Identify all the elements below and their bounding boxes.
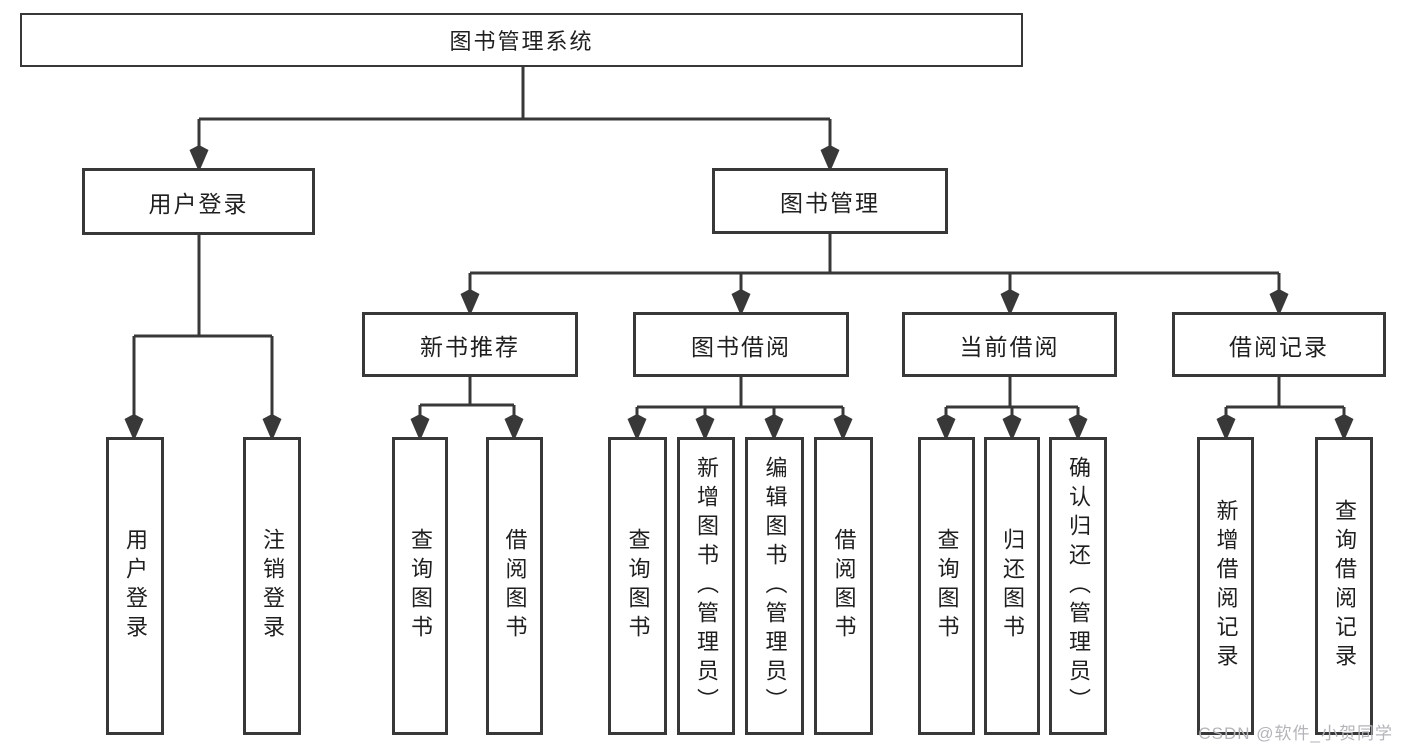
leaf-label: 编辑图书（管理员） (762, 455, 788, 717)
leaf-recommend-query-book: 查询图书 (392, 437, 448, 735)
leaf-label: 借阅图书 (831, 528, 857, 644)
leaf-borrow-borrow-book: 借阅图书 (814, 437, 873, 735)
leaf-label: 查询图书 (934, 528, 960, 644)
leaf-records-query-record: 查询借阅记录 (1315, 437, 1373, 735)
leaf-label: 注销登录 (260, 528, 285, 644)
node-new-book-recommend: 新书推荐 (362, 312, 578, 377)
leaf-label: 新增借阅记录 (1213, 499, 1239, 673)
leaf-current-confirm-return-admin: 确认归还（管理员） (1049, 437, 1107, 735)
leaf-current-query-book: 查询图书 (918, 437, 975, 735)
leaf-user-login: 用户登录 (106, 437, 164, 735)
leaf-logout-login: 注销登录 (243, 437, 301, 735)
leaf-label: 查询图书 (408, 528, 433, 644)
node-book-management-branch: 图书管理 (712, 168, 948, 234)
node-current-borrow: 当前借阅 (902, 312, 1117, 377)
leaf-label: 确认归还（管理员） (1066, 455, 1091, 717)
leaf-borrow-query-book: 查询图书 (608, 437, 667, 735)
leaf-records-add-record: 新增借阅记录 (1197, 437, 1254, 735)
leaf-label: 借阅图书 (502, 528, 528, 644)
leaf-label: 用户登录 (123, 528, 148, 644)
leaf-current-return-book: 归还图书 (984, 437, 1040, 735)
leaf-borrow-add-book-admin: 新增图书（管理员） (677, 437, 735, 735)
leaf-label: 新增图书（管理员） (694, 455, 719, 717)
leaf-recommend-borrow-book: 借阅图书 (486, 437, 543, 735)
node-user-login-branch: 用户登录 (82, 168, 315, 235)
leaf-label: 查询图书 (625, 528, 651, 644)
node-root-library-system: 图书管理系统 (20, 13, 1023, 67)
node-book-borrow: 图书借阅 (633, 312, 849, 377)
leaf-borrow-edit-book-admin: 编辑图书（管理员） (745, 437, 804, 735)
csdn-watermark: CSDN @软件_小贺同学 (1198, 724, 1393, 743)
leaf-label: 查询借阅记录 (1332, 499, 1357, 673)
node-borrow-records: 借阅记录 (1172, 312, 1386, 377)
leaf-label: 归还图书 (1000, 528, 1025, 644)
